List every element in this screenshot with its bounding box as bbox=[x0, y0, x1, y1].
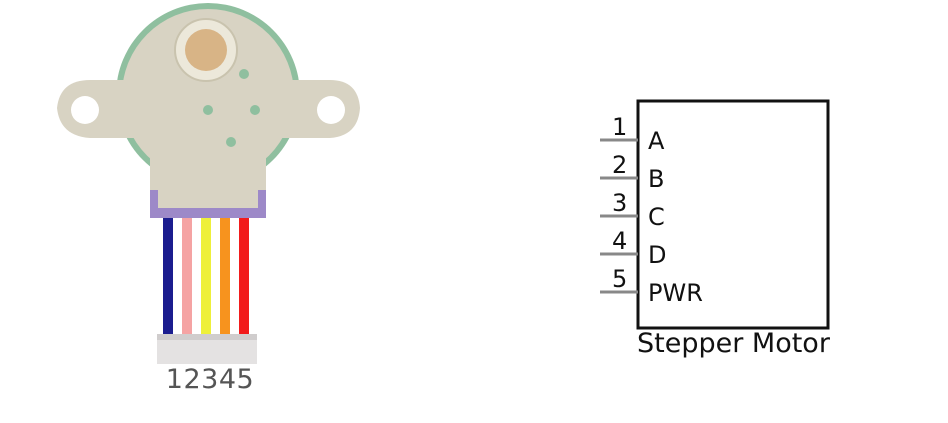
pin-label-d: D bbox=[648, 241, 666, 269]
pin-number-1: 1 bbox=[612, 113, 627, 141]
pin-number-4: 4 bbox=[612, 227, 627, 255]
pin-label-a: A bbox=[648, 127, 665, 155]
schematic-body bbox=[636, 99, 830, 330]
pin-label-pwr: PWR bbox=[648, 279, 703, 307]
schematic-caption: Stepper Motor bbox=[637, 328, 830, 359]
mounting-hole-left bbox=[71, 96, 99, 124]
pin-number-2: 2 bbox=[612, 151, 627, 179]
pin-numbers-caption: 12345 bbox=[165, 364, 255, 395]
wire-3 bbox=[201, 218, 211, 336]
pin-label-b: B bbox=[648, 165, 664, 193]
mounting-hole-right bbox=[317, 96, 345, 124]
wire-2 bbox=[182, 218, 192, 336]
wire-5 bbox=[239, 218, 249, 336]
pin-label-c: C bbox=[648, 203, 665, 231]
wire-1 bbox=[163, 218, 173, 336]
pin-number-3: 3 bbox=[612, 189, 627, 217]
pin-number-5: 5 bbox=[612, 265, 627, 293]
stepper-motor-illustration bbox=[57, 3, 360, 364]
wire-bundle bbox=[163, 218, 249, 336]
motor-shaft bbox=[185, 29, 227, 71]
wire-4 bbox=[220, 218, 230, 336]
